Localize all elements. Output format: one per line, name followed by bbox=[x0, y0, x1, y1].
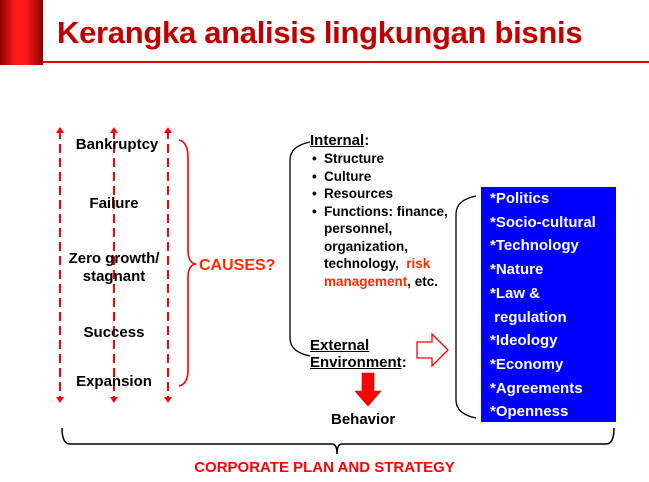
corporate-plan-label: CORPORATE PLAN AND STRATEGY bbox=[194, 459, 455, 476]
internal-item-structure: Structure bbox=[312, 150, 448, 168]
functions-technology: technology, bbox=[324, 256, 403, 271]
external-factors-list: *Politics *Socio-cultural *Technology *N… bbox=[490, 187, 596, 424]
stage-success: Success bbox=[83, 324, 145, 341]
factor-law: *Law & bbox=[490, 284, 541, 302]
page-title: Kerangka analisis lingkungan bisnis bbox=[57, 15, 583, 50]
external-line2: Environment bbox=[310, 354, 402, 371]
stage-bankruptcy: Bankruptcy bbox=[75, 136, 159, 153]
solid-down-arrow-icon bbox=[354, 372, 382, 407]
functions-line4: technology, risk bbox=[324, 255, 448, 273]
functions-line2: personnel, bbox=[324, 221, 393, 236]
functions-risk: risk bbox=[402, 256, 431, 271]
factor-nature: *Nature bbox=[490, 261, 544, 279]
behavior-label: Behavior bbox=[331, 411, 396, 428]
stage-zero-growth-line1: Zero growth/ bbox=[68, 250, 160, 267]
causes-label: CAUSES? bbox=[199, 257, 276, 274]
external-factors-bracket-icon bbox=[455, 195, 477, 419]
factor-regulation: regulation bbox=[490, 308, 567, 326]
factor-socio-cultural: *Socio-cultural bbox=[490, 213, 596, 231]
title-accent-bar bbox=[0, 0, 43, 65]
external-line1: External bbox=[310, 337, 370, 354]
dashed-double-arrow-icons bbox=[56, 127, 172, 403]
functions-line3: organization, bbox=[324, 238, 408, 254]
factor-economy: *Economy bbox=[490, 355, 564, 373]
external-environment-heading: External Environment: bbox=[310, 337, 407, 371]
external-colon: : bbox=[401, 354, 407, 371]
internal-colon: : bbox=[364, 132, 370, 149]
factor-openness: *Openness bbox=[490, 403, 569, 421]
internal-heading-text: Internal bbox=[310, 132, 365, 149]
internal-heading: Internal: bbox=[310, 132, 369, 149]
stage-zero-growth: Zero growth/ stagnant bbox=[44, 250, 184, 286]
stage-zero-growth-line2: stagnant bbox=[82, 268, 146, 285]
functions-line5: management, etc. bbox=[324, 273, 448, 291]
internal-item-culture: Culture bbox=[312, 168, 448, 186]
internal-external-bracket-icon bbox=[289, 141, 311, 357]
hollow-right-arrow-icon bbox=[416, 332, 449, 368]
factor-ideology: *Ideology bbox=[490, 332, 558, 350]
causes-brace-icon bbox=[178, 139, 198, 387]
factor-politics: *Politics bbox=[490, 190, 550, 207]
title-underline bbox=[43, 61, 649, 63]
internal-item-functions: Functions: finance, personnel, organizat… bbox=[312, 203, 448, 291]
factor-technology: *Technology bbox=[490, 237, 579, 255]
stage-expansion: Expansion bbox=[76, 373, 152, 390]
functions-management: management bbox=[324, 273, 408, 289]
internal-item-resources: Resources bbox=[312, 185, 448, 203]
corporate-plan-brace-icon bbox=[61, 427, 615, 455]
functions-line1: Functions: finance, bbox=[324, 203, 448, 219]
functions-etc: , etc. bbox=[407, 273, 439, 289]
factor-agreements: *Agreements bbox=[490, 379, 583, 397]
stage-failure: Failure bbox=[89, 195, 139, 212]
internal-factors-list: Structure Culture Resources Functions: f… bbox=[312, 150, 448, 290]
external-factors-box bbox=[481, 187, 616, 422]
